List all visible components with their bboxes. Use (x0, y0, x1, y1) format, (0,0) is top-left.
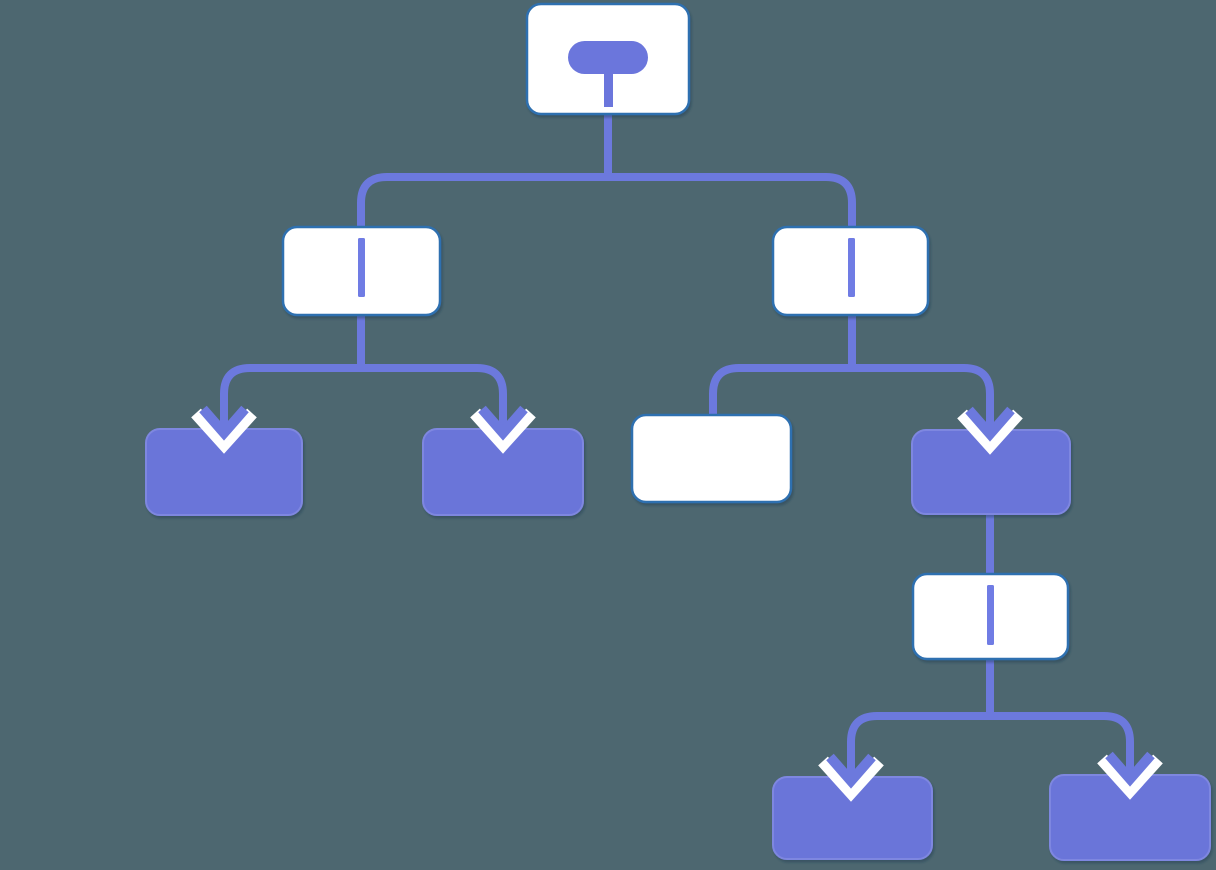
node-divider-line (358, 238, 365, 297)
arrowhead-left-2-halo-icon (470, 408, 536, 454)
connector-root-split (357, 173, 856, 233)
arrowhead-right-halo-icon (957, 409, 1023, 455)
node-divider-line (848, 238, 855, 297)
arrowhead-left-2-chevron-icon (478, 405, 528, 441)
connector-bottom-split (847, 712, 1134, 781)
arrowhead-bottom-2-chevron-icon (1105, 751, 1155, 787)
arrowhead-right-chevron-icon (965, 406, 1015, 442)
arrowhead-bottom-2-halo-icon (1097, 754, 1163, 800)
node-pill-icon (568, 41, 648, 74)
flow-node-empty-white[interactable] (630, 413, 793, 504)
connector-right-split (709, 364, 994, 434)
arrowhead-left-1-chevron-icon (199, 405, 249, 441)
arrowhead-left-1-halo-icon (191, 408, 257, 454)
arrowhead-bottom-1-chevron-icon (826, 753, 876, 789)
arrowhead-bottom-1-halo-icon (818, 756, 884, 802)
node-stem-icon (604, 70, 613, 107)
node-divider-line (987, 585, 994, 645)
connector-left-split (220, 364, 507, 433)
